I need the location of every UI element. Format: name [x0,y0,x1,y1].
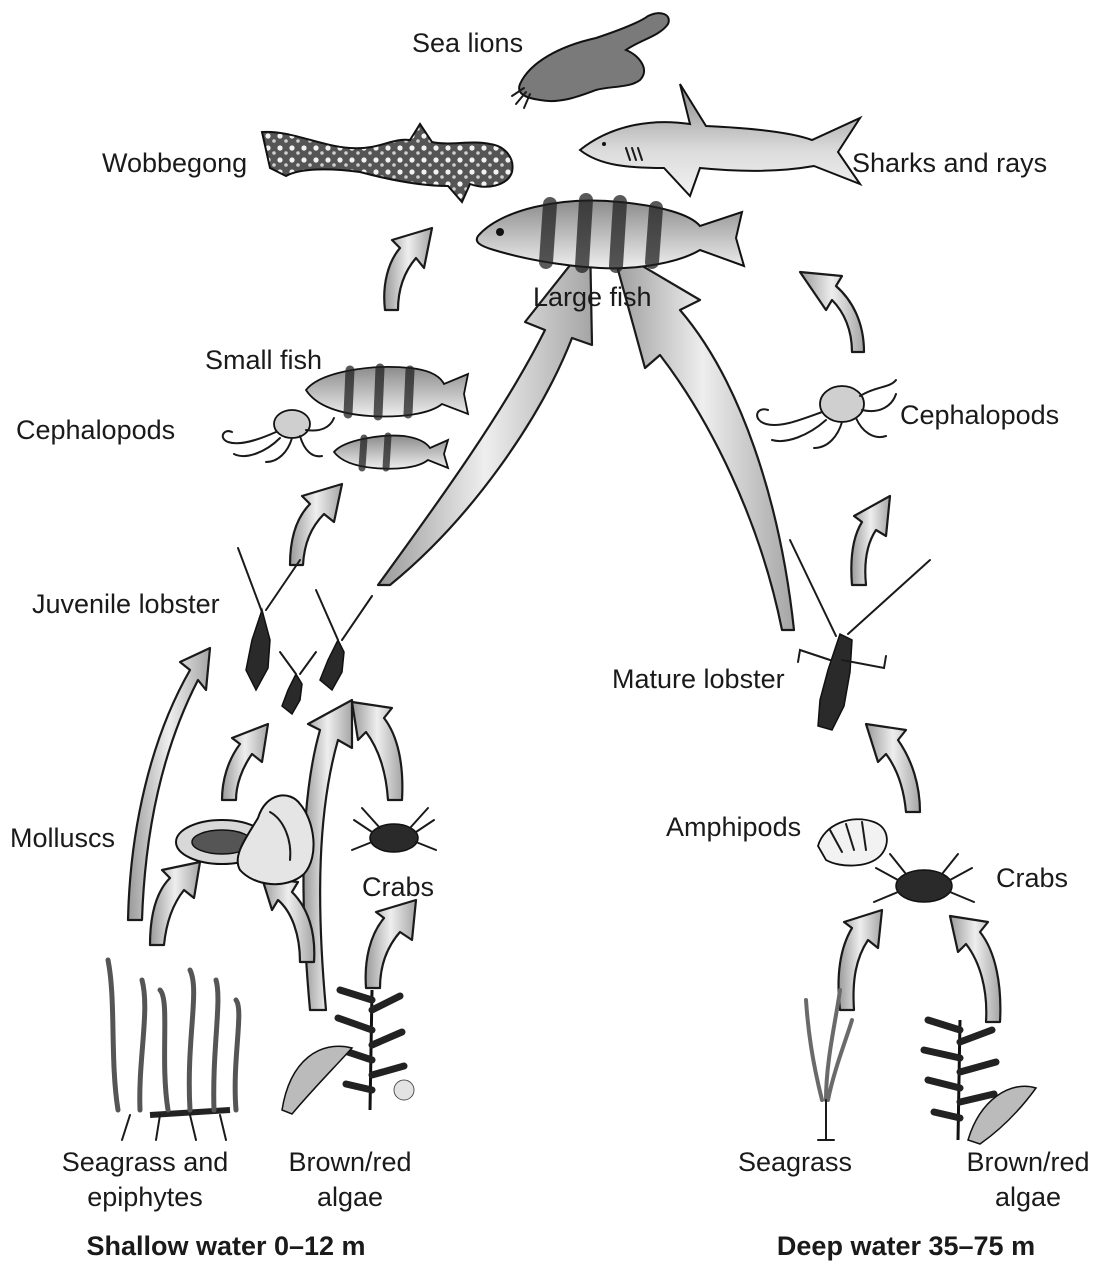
label-brown-red-left-line1: Brown/red [288,1147,411,1177]
brown-red-algae-right-illustration [924,1020,1036,1144]
label-sea-lions: Sea lions [412,28,523,58]
arrow-seagrass-to-molluscs [150,862,200,945]
label-cephalopods-right: Cephalopods [900,400,1059,430]
label-brown-red-left-line2: algae [317,1182,383,1212]
arrow-mature-to-cephalopods [851,496,890,585]
label-cephalopods-left: Cephalopods [16,415,175,445]
wobbegong-illustration [262,124,513,202]
shark-illustration [580,84,860,196]
crab-right-illustration [874,854,974,902]
label-seagrass-right: Seagrass [738,1147,852,1177]
arrow-crabs-to-mature-lobster [866,724,920,812]
label-sharks-and-rays: Sharks and rays [852,148,1047,178]
label-molluscs: Molluscs [10,823,115,853]
label-juvenile-lobster: Juvenile lobster [32,589,220,619]
arrow-algae-to-crabs-right [950,916,1000,1022]
small-fish-illustration [306,367,468,469]
arrow-seagrass-to-crabs-right [839,910,883,1010]
arrow-to-sharks [800,272,864,352]
amphipod-illustration [818,819,887,865]
cephalopod-left-illustration [223,410,334,462]
label-crabs-right: Crabs [996,863,1068,893]
label-mature-lobster: Mature lobster [612,664,785,694]
seagrass-epiphytes-illustration [108,960,239,1140]
label-seagrass-epiphytes-line1: Seagrass and [62,1147,229,1177]
seagrass-right-illustration [806,990,852,1140]
label-brown-red-right-line2: algae [995,1182,1061,1212]
brown-red-algae-left-illustration [282,990,414,1114]
arrow-juvenile-to-small-fish [290,484,342,565]
arrow-algae-to-crabs [366,900,416,988]
arrow-crabs-to-juvenile [352,702,402,800]
label-brown-red-right-line1: Brown/red [966,1147,1089,1177]
label-wobbegong: Wobbegong [102,148,247,178]
juvenile-lobster-illustration [238,548,372,714]
heading-shallow-water: Shallow water 0–12 m [86,1231,365,1261]
sea-lion-illustration [512,13,669,108]
label-large-fish: Large fish [533,282,652,312]
arrow-to-wobbegong [384,228,432,310]
label-crabs-left: Crabs [362,872,434,902]
crab-left-illustration [352,808,436,852]
arrow-molluscs-to-juvenile [222,724,268,800]
heading-deep-water: Deep water 35–75 m [777,1231,1035,1261]
large-fish-illustration [477,200,744,268]
label-seagrass-epiphytes-line2: epiphytes [87,1182,203,1212]
label-amphipods: Amphipods [666,812,801,842]
label-small-fish: Small fish [205,345,322,375]
cephalopod-right-illustration [757,380,896,448]
